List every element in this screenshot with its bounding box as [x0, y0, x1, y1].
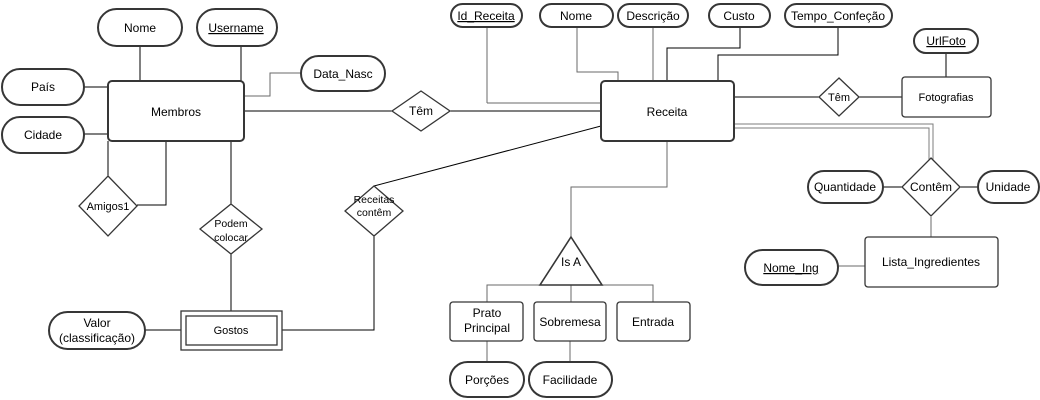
attr-username[interactable]: Username	[196, 8, 278, 47]
rel-receitas-contem-line2: contêm	[357, 207, 392, 219]
line-isa-entrada	[585, 284, 654, 302]
attr-facilidade[interactable]: Facilidade	[528, 361, 613, 398]
attr-tempo-confecao[interactable]: Tempo_Confeção	[784, 3, 893, 28]
attr-url-foto-label: UrlFoto	[926, 34, 966, 48]
rel-tem-foto[interactable]: Têm	[818, 77, 860, 117]
line-receitascontem-receita	[373, 125, 602, 187]
rel-contem[interactable]: Contêm	[901, 157, 961, 217]
rel-amigos[interactable]: Amigos1	[78, 175, 138, 237]
rel-tem-receita[interactable]: Têm	[390, 90, 452, 132]
rel-podem-colocar[interactable]: Podem colocar	[198, 203, 264, 255]
entity-entrada[interactable]: Entrada	[616, 301, 691, 342]
attr-id-receita-label: Id_Receita	[457, 9, 515, 23]
entity-sobremesa-label: Sobremesa	[539, 315, 601, 329]
attr-unidade[interactable]: Unidade	[977, 170, 1040, 204]
attr-valor[interactable]: Valor (classificação)	[48, 311, 146, 350]
entity-fotografias[interactable]: Fotografias	[901, 76, 992, 118]
attr-valor-line2: (classificação)	[59, 331, 135, 345]
line-receita-isa	[570, 140, 668, 237]
attr-valor-line1: Valor	[83, 316, 110, 330]
rel-tem-receita-label: Têm	[409, 104, 433, 118]
entity-gostos[interactable]: Gostos	[180, 310, 283, 351]
line-nome-receita	[576, 27, 619, 81]
attr-quantidade-label: Quantidade	[814, 180, 876, 194]
attr-porcoes-label: Porções	[465, 373, 509, 387]
entity-sobremesa[interactable]: Sobremesa	[533, 301, 607, 342]
line-receita-contem-outer	[734, 123, 934, 160]
attr-nome-ing[interactable]: Nome_Ing	[744, 249, 839, 286]
attr-facilidade-label: Facilidade	[543, 373, 598, 387]
attr-nome-receita-label: Nome	[560, 9, 592, 23]
attr-pais[interactable]: País	[1, 68, 85, 106]
attr-id-receita[interactable]: Id_Receita	[450, 3, 523, 28]
rel-receitas-contem-line1: Receitas	[354, 194, 395, 206]
entity-prato-principal-line2: Principal	[464, 321, 510, 335]
attr-custo-label: Custo	[723, 9, 755, 23]
entity-lista-ingredientes-label: Lista_Ingredientes	[882, 255, 980, 269]
line-receita-contem-inner	[734, 127, 930, 160]
attr-nome-receita[interactable]: Nome	[539, 3, 614, 28]
attr-custo[interactable]: Custo	[708, 3, 771, 28]
attr-descricao[interactable]: Descrição	[617, 3, 689, 28]
rel-podem-colocar-line1: Podem	[214, 218, 248, 230]
rel-podem-colocar-line2: colocar	[214, 232, 248, 244]
attr-username-label: Username	[208, 21, 264, 35]
isa-label: Is A	[561, 255, 581, 269]
entity-receita-label: Receita	[647, 105, 688, 119]
entity-gostos-label: Gostos	[214, 325, 249, 337]
attr-pais-label: País	[31, 80, 55, 94]
entity-lista-ingredientes[interactable]: Lista_Ingredientes	[864, 236, 999, 288]
entity-fotografias-label: Fotografias	[918, 92, 974, 104]
entity-membros-label: Membros	[151, 105, 201, 119]
connectors	[84, 27, 978, 362]
line-tempo-receita	[717, 27, 839, 81]
attr-data-nasc[interactable]: Data_Nasc	[300, 55, 386, 92]
entity-membros[interactable]: Membros	[107, 80, 245, 142]
attr-descricao-label: Descrição	[626, 9, 680, 23]
entity-receita[interactable]: Receita	[600, 80, 735, 142]
attr-tempo-confecao-label: Tempo_Confeção	[791, 9, 885, 23]
line-isa-prato	[486, 284, 557, 302]
entity-entrada-label: Entrada	[632, 315, 674, 329]
attr-url-foto[interactable]: UrlFoto	[913, 28, 979, 54]
attr-quantidade[interactable]: Quantidade	[807, 170, 884, 204]
line-membros-amigos-right	[137, 141, 167, 206]
attr-porcoes[interactable]: Porções	[449, 361, 525, 398]
attr-unidade-label: Unidade	[986, 180, 1031, 194]
entity-prato-principal[interactable]: Prato Principal	[449, 301, 524, 342]
line-datanasc-membros	[244, 72, 301, 97]
line-custo-receita	[666, 27, 741, 81]
attr-cidade[interactable]: Cidade	[1, 116, 85, 154]
attr-cidade-label: Cidade	[24, 128, 62, 142]
rel-tem-foto-label: Têm	[828, 92, 850, 104]
attr-nome-ing-label: Nome_Ing	[763, 261, 818, 275]
attr-data-nasc-label: Data_Nasc	[313, 67, 372, 81]
rel-contem-label: Contêm	[910, 180, 952, 194]
rel-amigos-label: Amigos1	[87, 201, 130, 213]
rel-receitas-contem[interactable]: Receitas contêm	[344, 185, 404, 237]
entity-prato-principal-line1: Prato	[473, 306, 502, 320]
attr-nome-membro[interactable]: Nome	[97, 8, 183, 47]
attr-nome-membro-label: Nome	[124, 21, 156, 35]
isa-triangle[interactable]: Is A	[538, 235, 604, 286]
line-receitascontem-gostos	[282, 236, 375, 331]
